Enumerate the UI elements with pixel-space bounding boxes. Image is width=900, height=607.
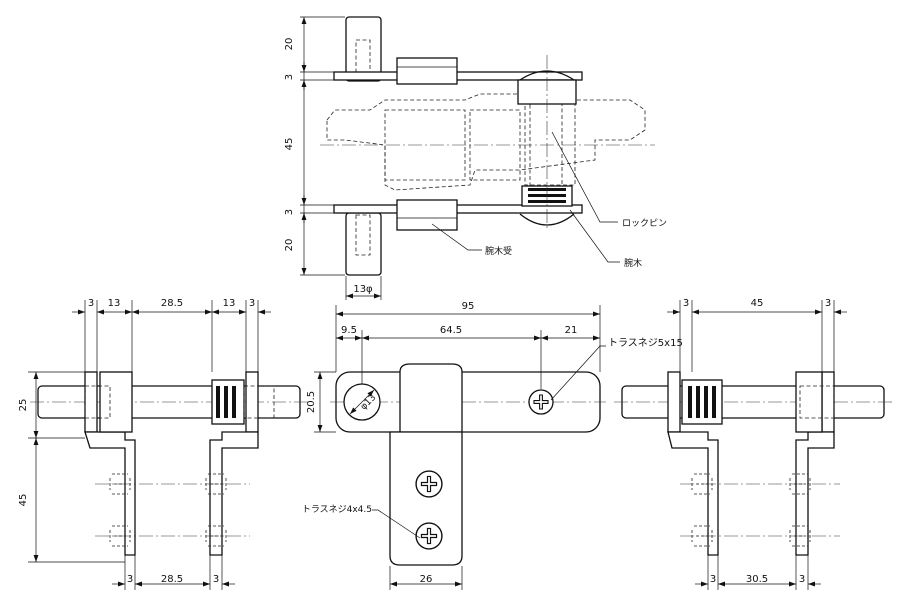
receiver-block-lower (396, 199, 458, 231)
lock-block-hidden (524, 99, 576, 186)
center-top-dims: 95 9.5 64.5 21 (335, 301, 601, 389)
right-bracket-upright (245, 371, 259, 433)
tab-top (399, 363, 463, 433)
dim-lower-leg: 20 (284, 239, 295, 252)
right-dim-top-0: 3 (683, 298, 689, 309)
dim-leg-width-group: 13φ (345, 276, 382, 300)
left-view-spring (211, 379, 245, 425)
right-dim-top-1: 45 (751, 298, 764, 309)
left-top-dims: 3 13 28.5 13 3 (72, 298, 271, 372)
left-dim-top-4: 3 (249, 298, 255, 309)
screw-small-icon-2 (415, 522, 443, 550)
left-dim-height-upper: 25 (18, 399, 29, 412)
dim-upper-leg: 20 (284, 38, 295, 51)
rail-profile-hidden (326, 93, 646, 191)
dim-right: 21 (565, 325, 578, 336)
center-tab-dim: 26 (389, 566, 463, 590)
dim-left: 9.5 (341, 325, 357, 336)
center-height-dim: 20.5 (306, 371, 336, 433)
right-dim-bottom-2: 3 (799, 574, 805, 585)
right-view-right-bracket (795, 431, 835, 556)
lower-leg (345, 212, 382, 276)
rail-inner-hidden (384, 109, 521, 181)
right-view: 3 45 3 3 30.5 3 (614, 298, 892, 590)
tab-body (389, 431, 463, 566)
top-view-vertical-dims: 20 3 45 3 20 (284, 16, 345, 276)
left-dim-top-0: 3 (88, 298, 94, 309)
callout-lock-pin: ロックピン (622, 218, 667, 229)
left-view: 3 13 28.5 13 3 25 45 3 28.5 3 (18, 298, 310, 590)
callout-arm: 腕木 (624, 257, 642, 269)
dim-lower-thk: 3 (284, 209, 295, 215)
upper-leg (345, 16, 382, 82)
dim-leg-width: 13φ (353, 284, 373, 295)
right-view-left-upright (667, 371, 681, 433)
dim-tab-width: 26 (420, 574, 433, 585)
dim-upper-thk: 3 (284, 74, 295, 80)
left-block (99, 371, 133, 433)
right-dim-top-2: 3 (825, 298, 831, 309)
callout-screw-small: トラスネジ4x4.5 (302, 504, 372, 515)
callout-screw-large: トラスネジ5x15 (608, 337, 683, 349)
callout-arm-receiver: 腕木受 (485, 245, 512, 257)
lower-leg-hidden (355, 214, 371, 256)
lower-plate (333, 204, 583, 214)
dim-overall: 95 (462, 301, 475, 312)
dim-middle: 45 (284, 138, 295, 151)
right-bottom-dims: 3 30.5 3 (695, 555, 821, 590)
left-dim-bottom-2: 3 (213, 574, 219, 585)
left-bottom-dims: 3 28.5 3 (112, 555, 235, 590)
right-view-left-bracket (667, 431, 719, 556)
right-top-dims: 3 45 3 (667, 298, 847, 372)
pin-head-lower (519, 213, 575, 226)
dim-height: 20.5 (306, 391, 317, 413)
callouts-top: ロックピン 腕木受 腕木 (431, 131, 667, 269)
center-callouts: トラスネジ5x15 トラスネジ4x4.5 (302, 337, 683, 539)
left-dim-bottom-0: 3 (127, 574, 133, 585)
screw-large-icon (528, 389, 554, 415)
left-bracket-upright (84, 371, 98, 433)
upper-plate (333, 71, 583, 81)
right-dim-bottom-1: 30.5 (746, 574, 768, 585)
left-dim-top-3: 13 (223, 298, 236, 309)
left-dim-height-lower: 45 (18, 494, 29, 507)
right-view-block (795, 371, 823, 433)
top-view: 20 3 45 3 20 13φ ロックピン 腕木受 腕木 (284, 16, 667, 300)
center-view: φ13 95 9.5 64.5 21 20.5 (302, 301, 683, 590)
right-dim-bottom-0: 3 (710, 574, 716, 585)
left-dim-top-1: 13 (108, 298, 121, 309)
dim-mid: 64.5 (440, 325, 462, 336)
left-dim-bottom-1: 28.5 (161, 574, 183, 585)
pin-head-upper (519, 70, 575, 81)
receiver-block-upper (396, 57, 458, 85)
screw-small-icon-1 (415, 470, 443, 498)
left-vertical-dims: 25 45 (18, 371, 125, 563)
right-view-right-upright (821, 371, 835, 433)
right-view-spring (681, 379, 723, 425)
right-bracket (209, 431, 259, 556)
left-dim-top-2: 28.5 (161, 298, 183, 309)
